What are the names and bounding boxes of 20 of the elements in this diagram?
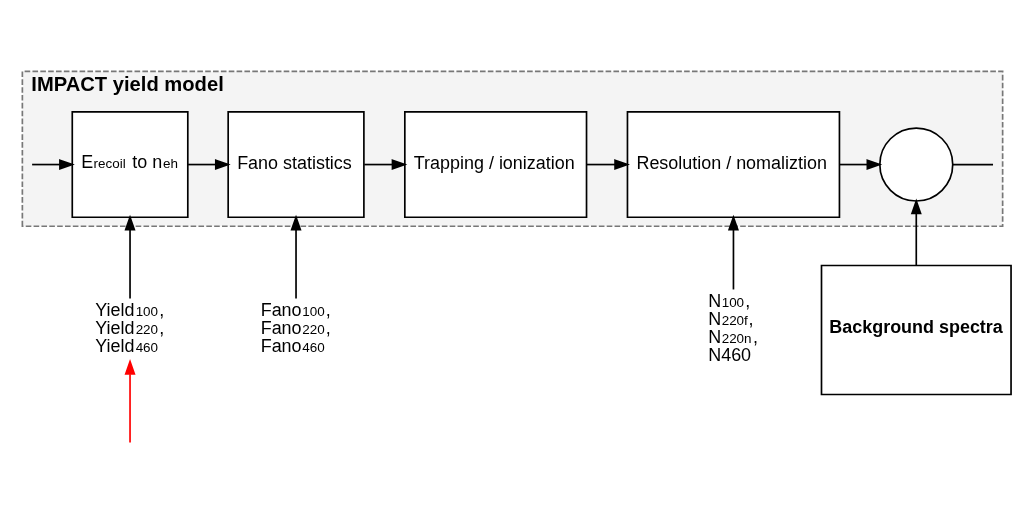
arrow bbox=[124, 214, 136, 299]
connector bbox=[952, 163, 994, 165]
arrow bbox=[124, 358, 136, 443]
arrow bbox=[838, 158, 883, 170]
arrow bbox=[363, 158, 408, 170]
node-box: Background spectra bbox=[820, 264, 1012, 395]
node-circle bbox=[879, 126, 954, 202]
arrow bbox=[187, 158, 231, 170]
node-box: Erecoil to neh bbox=[71, 110, 189, 218]
arrow bbox=[727, 214, 739, 290]
node-text: N100, N220f, N220n, N460 bbox=[708, 290, 759, 365]
node-box: Trapping / ionization bbox=[404, 110, 588, 218]
node-text: Fano100, Fano220, Fano460 bbox=[260, 299, 331, 356]
node-text: Yield100, Yield220, Yield460 bbox=[95, 299, 165, 356]
arrow bbox=[910, 198, 922, 266]
arrow bbox=[585, 158, 630, 170]
arrow bbox=[31, 158, 75, 170]
node-box: Resolution / nomaliztion bbox=[626, 110, 841, 218]
arrow bbox=[290, 214, 302, 299]
node-box: Fano statistics bbox=[227, 110, 365, 218]
